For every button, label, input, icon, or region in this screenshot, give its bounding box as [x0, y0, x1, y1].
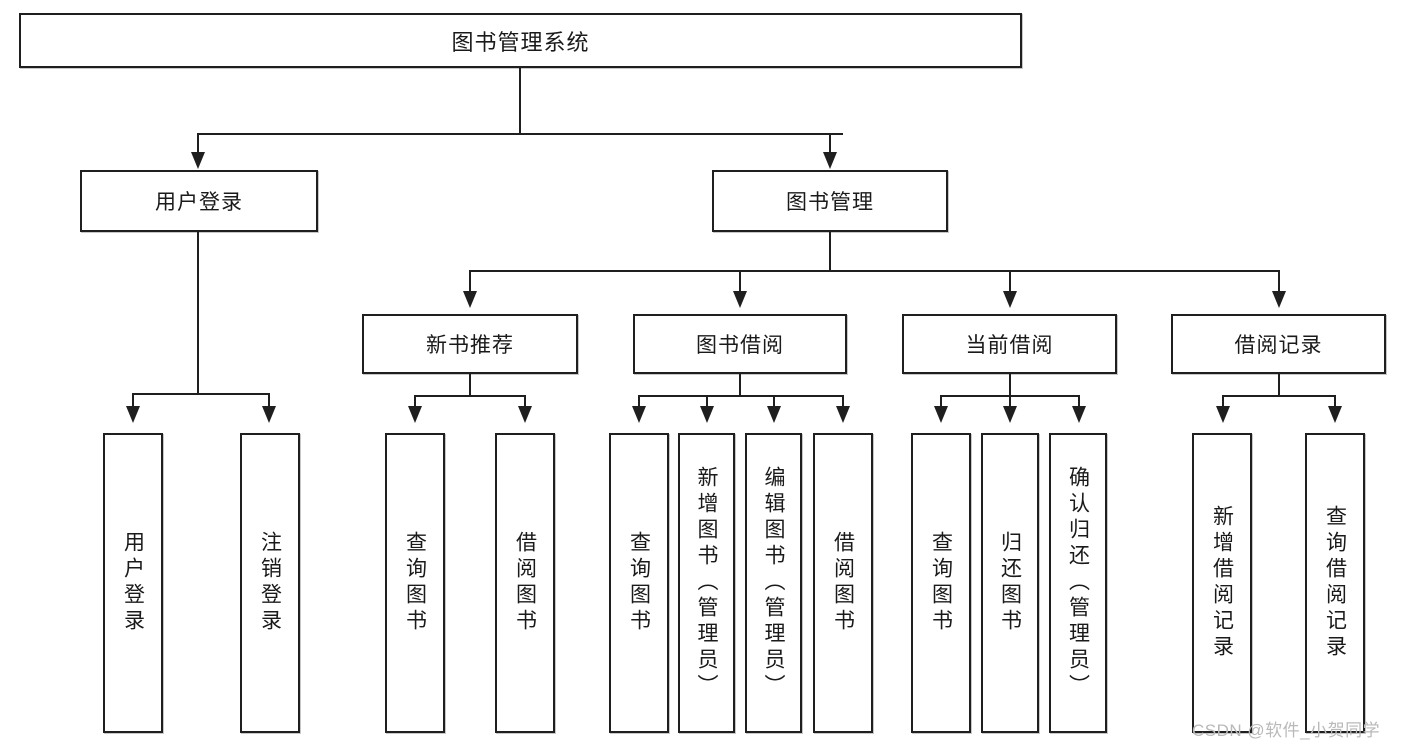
connector-book-borrow-stem — [739, 374, 741, 396]
arrowhead-icon-leaf-borrow-book-1 — [518, 406, 532, 423]
watermark-text: CSDN @软件_小贺同学 — [1192, 721, 1381, 740]
connector-current-borrow-stem — [1009, 374, 1011, 396]
connector-user-login-stem — [197, 232, 199, 394]
arrowhead-icon-leaf-query-book-1 — [408, 406, 422, 423]
connector-user-login-to-leaf1 — [132, 393, 134, 409]
node-leaf-confirm-return[interactable]: 确认归还（管理员） — [1049, 433, 1107, 733]
connector-current-borrow-to-leaf2 — [1009, 395, 1011, 409]
node-label: 查询借阅记录 — [1323, 505, 1347, 661]
connector-current-borrow-to-leaf1 — [940, 395, 942, 409]
node-label: 图书借阅 — [696, 334, 784, 357]
node-leaf-borrow-book-2[interactable]: 借阅图书 — [813, 433, 873, 733]
connector-new-book-rec-stem — [469, 374, 471, 396]
node-label: 编辑图书（管理员） — [762, 466, 785, 700]
arrowhead-icon-user-login — [191, 152, 205, 169]
node-borrow-record[interactable]: 借阅记录 — [1171, 314, 1386, 374]
node-label: 新书推荐 — [426, 334, 514, 357]
node-label: 图书管理系统 — [451, 29, 590, 55]
arrowhead-icon-leaf-confirm-return — [1072, 406, 1086, 423]
connector-book-manage-bus — [469, 270, 1280, 272]
node-label: 确认归还（管理员） — [1066, 466, 1090, 700]
node-label: 借阅记录 — [1234, 334, 1323, 357]
node-new-book-rec[interactable]: 新书推荐 — [362, 314, 578, 374]
connector-root-stem — [519, 68, 521, 134]
arrowhead-icon-current-borrow — [1003, 291, 1017, 308]
connector-current-borrow-to-leaf3 — [1078, 395, 1080, 409]
node-label: 借阅图书 — [513, 531, 537, 635]
arrowhead-icon-new-book-rec — [463, 291, 477, 308]
arrowhead-icon-leaf-query-book-2 — [632, 406, 646, 423]
connector-new-book-rec-to-leaf2 — [524, 395, 526, 409]
node-label: 新增图书（管理员） — [695, 466, 718, 700]
connector-root-bus — [197, 133, 843, 135]
node-label: 注销登录 — [258, 531, 282, 635]
node-leaf-add-record[interactable]: 新增借阅记录 — [1192, 433, 1252, 733]
node-root-system[interactable]: 图书管理系统 — [19, 13, 1022, 68]
arrowhead-icon-leaf-query-book-3 — [934, 406, 948, 423]
connector-book-manage-to-current-borrow — [1009, 270, 1011, 294]
connector-book-manage-to-borrow-record — [1278, 270, 1280, 294]
arrowhead-icon-leaf-add-record — [1216, 406, 1230, 423]
connector-root-to-user-login — [197, 133, 199, 155]
connector-book-borrow-to-leaf1 — [638, 395, 640, 409]
connector-book-manage-stem — [829, 232, 831, 271]
node-leaf-borrow-book-1[interactable]: 借阅图书 — [495, 433, 555, 733]
node-label: 归还图书 — [998, 531, 1022, 635]
node-leaf-return-book[interactable]: 归还图书 — [981, 433, 1039, 733]
node-leaf-user-login[interactable]: 用户登录 — [103, 433, 163, 733]
node-label: 用户登录 — [155, 191, 243, 214]
connector-borrow-record-to-leaf1 — [1222, 395, 1224, 409]
arrowhead-icon-leaf-edit-book — [767, 406, 781, 423]
connector-book-borrow-to-leaf3 — [773, 395, 775, 409]
connector-book-manage-to-new-book-rec — [469, 270, 471, 294]
connector-user-login-to-leaf2 — [268, 393, 270, 409]
node-label: 查询图书 — [627, 531, 651, 635]
node-label: 借阅图书 — [831, 531, 855, 635]
connector-borrow-record-bus — [1222, 395, 1336, 397]
node-leaf-user-logout[interactable]: 注销登录 — [240, 433, 300, 733]
arrowhead-icon-book-borrow — [733, 291, 747, 308]
connector-borrow-record-to-leaf2 — [1334, 395, 1336, 409]
node-label: 新增借阅记录 — [1210, 505, 1234, 661]
arrowhead-icon-leaf-user-logout — [262, 406, 276, 423]
arrowhead-icon-leaf-borrow-book-2 — [836, 406, 850, 423]
connector-book-borrow-to-leaf2 — [706, 395, 708, 409]
node-label: 查询图书 — [929, 531, 953, 635]
arrowhead-icon-book-manage — [823, 152, 837, 169]
arrowhead-icon-leaf-query-record — [1328, 406, 1342, 423]
node-current-borrow[interactable]: 当前借阅 — [902, 314, 1117, 374]
node-label: 查询图书 — [403, 531, 427, 635]
connector-new-book-rec-to-leaf1 — [414, 395, 416, 409]
connector-root-to-book-manage — [829, 133, 831, 155]
node-label: 图书管理 — [786, 191, 874, 214]
node-leaf-query-book-3[interactable]: 查询图书 — [911, 433, 971, 733]
node-leaf-query-book-2[interactable]: 查询图书 — [609, 433, 669, 733]
node-user-login[interactable]: 用户登录 — [80, 170, 318, 232]
node-book-borrow[interactable]: 图书借阅 — [633, 314, 847, 374]
node-leaf-add-book[interactable]: 新增图书（管理员） — [678, 433, 735, 733]
connector-book-manage-to-book-borrow — [739, 270, 741, 294]
arrowhead-icon-leaf-user-login — [126, 406, 140, 423]
arrowhead-icon-leaf-add-book — [700, 406, 714, 423]
connector-book-borrow-bus — [638, 395, 844, 397]
node-book-manage[interactable]: 图书管理 — [712, 170, 948, 232]
node-leaf-query-book-1[interactable]: 查询图书 — [385, 433, 445, 733]
connector-new-book-rec-bus — [414, 395, 526, 397]
connector-book-borrow-to-leaf4 — [842, 395, 844, 409]
connector-user-login-bus — [132, 393, 269, 395]
node-label: 用户登录 — [121, 531, 145, 635]
node-label: 当前借阅 — [965, 334, 1054, 357]
node-leaf-edit-book[interactable]: 编辑图书（管理员） — [745, 433, 802, 733]
arrowhead-icon-leaf-return-book — [1003, 406, 1017, 423]
connector-borrow-record-stem — [1278, 374, 1280, 396]
arrowhead-icon-borrow-record — [1272, 291, 1286, 308]
node-leaf-query-record[interactable]: 查询借阅记录 — [1305, 433, 1365, 733]
